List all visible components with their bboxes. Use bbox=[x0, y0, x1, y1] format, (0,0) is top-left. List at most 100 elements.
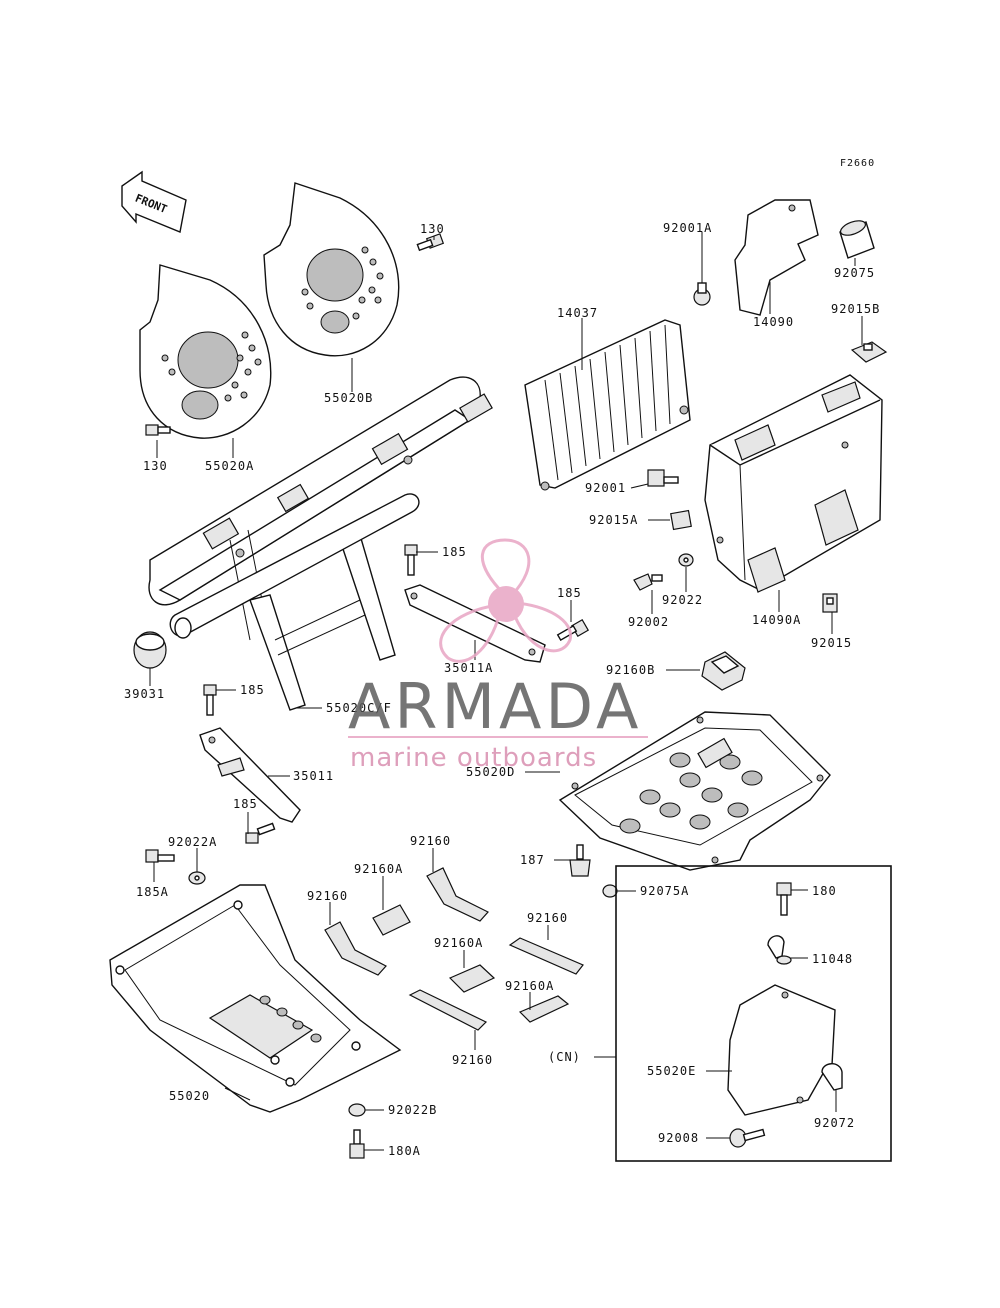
part-92160-pad-a bbox=[324, 921, 387, 976]
callout-180: 180 bbox=[812, 884, 837, 898]
part-55020cf-frame bbox=[148, 376, 493, 711]
callout-92075: 92075 bbox=[834, 266, 875, 280]
callout-185-a: 185 bbox=[442, 545, 467, 559]
callout-92001a: 92001A bbox=[663, 221, 712, 235]
callout-55020cf: 55020C/F bbox=[326, 701, 392, 715]
part-92160-pad-d bbox=[408, 989, 488, 1031]
nut-92075a-icon bbox=[602, 884, 618, 898]
callout-92160-b: 92160 bbox=[307, 889, 348, 903]
callout-55020d: 55020D bbox=[466, 765, 515, 779]
callout-55020a: 55020A bbox=[205, 459, 254, 473]
callout-35011: 35011 bbox=[293, 769, 334, 783]
callout-130-lower: 130 bbox=[143, 459, 168, 473]
callout-11048: 11048 bbox=[812, 952, 853, 966]
part-92160-pad-b bbox=[426, 867, 489, 922]
callout-cn: (CN) bbox=[548, 1050, 581, 1064]
bolt-185-a-icon bbox=[404, 544, 418, 576]
callout-92160-a: 92160 bbox=[410, 834, 451, 848]
part-55020b-disc-cover bbox=[263, 182, 400, 357]
callout-92022: 92022 bbox=[662, 593, 703, 607]
figure-code: F2660 bbox=[840, 158, 875, 169]
part-92075-sleeve bbox=[839, 220, 875, 259]
bolt-180-icon bbox=[776, 882, 792, 916]
propeller-logo-icon bbox=[439, 538, 572, 663]
callout-92160-c: 92160 bbox=[527, 911, 568, 925]
callout-14090a: 14090A bbox=[752, 613, 801, 627]
part-92160a-pad-a bbox=[372, 904, 411, 936]
part-35011a-bracket bbox=[404, 584, 546, 663]
bolt-92001a-icon bbox=[693, 282, 711, 306]
callout-92015b: 92015B bbox=[831, 302, 880, 316]
callout-92002: 92002 bbox=[628, 615, 669, 629]
part-92160-pad-c bbox=[508, 937, 584, 975]
watermark-subtitle: marine outboards bbox=[350, 743, 597, 773]
part-14037-screen bbox=[524, 319, 691, 491]
callout-39031: 39031 bbox=[124, 687, 165, 701]
callout-92001: 92001 bbox=[585, 481, 626, 495]
callout-92022b: 92022B bbox=[388, 1103, 437, 1117]
part-92160b-block bbox=[701, 651, 746, 691]
callout-55020e: 55020E bbox=[647, 1064, 696, 1078]
bolt-130-upper-icon bbox=[416, 233, 445, 252]
callout-35011a: 35011A bbox=[444, 661, 493, 675]
part-92072-bracket bbox=[821, 1063, 843, 1091]
armada-watermark: ARMADA marine outboards bbox=[348, 538, 648, 773]
part-92015a-clip bbox=[670, 509, 692, 531]
washer-92022a-icon bbox=[188, 871, 206, 885]
part-92160a-pad-c bbox=[518, 995, 570, 1023]
bolt-185-b-icon bbox=[556, 618, 590, 642]
callout-14037: 14037 bbox=[557, 306, 598, 320]
bolt-185-d-icon bbox=[245, 822, 276, 844]
part-92015-clip bbox=[822, 593, 838, 613]
callout-130-upper: 130 bbox=[420, 222, 445, 236]
callout-92008: 92008 bbox=[658, 1131, 699, 1145]
part-39031-end-cap bbox=[133, 631, 167, 669]
leader-lines bbox=[149, 232, 863, 1151]
callout-92015a: 92015A bbox=[589, 513, 638, 527]
part-55020e-cover bbox=[727, 984, 836, 1116]
callout-185-c: 185 bbox=[240, 683, 265, 697]
callout-180a: 180A bbox=[388, 1144, 421, 1158]
callout-92075a: 92075A bbox=[640, 884, 689, 898]
part-14090-duct bbox=[734, 199, 819, 316]
callout-92160-d: 92160 bbox=[452, 1053, 493, 1067]
part-11048-clamp bbox=[767, 935, 792, 965]
watermark-title: ARMADA bbox=[348, 670, 642, 743]
callout-187: 187 bbox=[520, 853, 545, 867]
callout-55020b: 55020B bbox=[324, 391, 373, 405]
part-92015b-clip bbox=[850, 341, 888, 363]
bolt-92001-icon bbox=[647, 469, 679, 487]
washer-92022-icon bbox=[678, 553, 694, 567]
callout-92022a: 92022A bbox=[168, 835, 217, 849]
callout-185a: 185A bbox=[136, 885, 169, 899]
callout-55020: 55020 bbox=[169, 1089, 210, 1103]
callout-185-b: 185 bbox=[557, 586, 582, 600]
cn-inset-box bbox=[615, 865, 892, 1162]
callout-92160a-b: 92160A bbox=[434, 936, 483, 950]
part-55020-lower-skid bbox=[109, 884, 402, 1113]
callout-14090: 14090 bbox=[753, 315, 794, 329]
bolt-92002-icon bbox=[633, 573, 663, 591]
part-35011-bracket bbox=[199, 727, 301, 823]
bolt-130-lower-icon bbox=[145, 424, 171, 436]
part-92160a-pad-b bbox=[448, 964, 496, 993]
part-55020d-skid-plate bbox=[558, 711, 831, 871]
front-arrow-icon: FRONT bbox=[121, 170, 187, 233]
bolt-180a-icon bbox=[349, 1129, 365, 1159]
callout-92160a-c: 92160A bbox=[505, 979, 554, 993]
part-55020a-disc-cover bbox=[139, 264, 272, 439]
callout-92072: 92072 bbox=[814, 1116, 855, 1130]
callout-92160a-a: 92160A bbox=[354, 862, 403, 876]
bolt-185-c-icon bbox=[203, 684, 217, 716]
part-14090a-housing bbox=[704, 374, 883, 593]
callout-92160b: 92160B bbox=[606, 663, 655, 677]
bolt-187-icon bbox=[569, 844, 591, 877]
washer-92022b-icon bbox=[348, 1103, 366, 1117]
bolt-185a-icon bbox=[145, 849, 175, 863]
callout-185-d: 185 bbox=[233, 797, 258, 811]
callout-labels: 130 55020A 130 55020B 92001A 14090 92075… bbox=[124, 221, 880, 1158]
callout-92015: 92015 bbox=[811, 636, 852, 650]
bolt-92008-icon bbox=[729, 1128, 766, 1148]
